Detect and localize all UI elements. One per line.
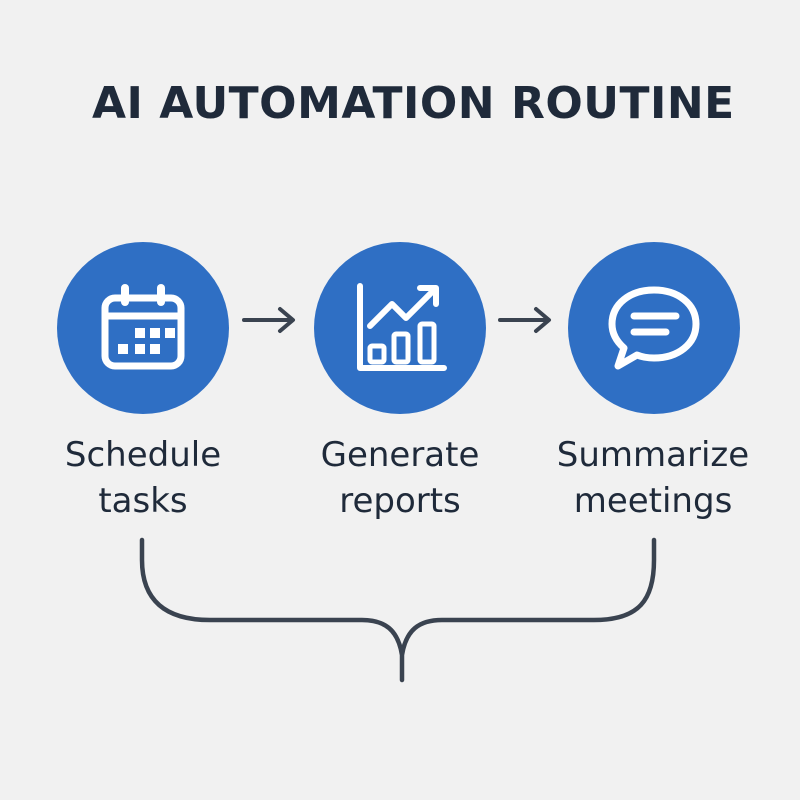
step-label-line1: Generate: [320, 435, 480, 475]
arrow-right-2: [498, 307, 551, 333]
chat-bubble-icon: [604, 278, 704, 378]
step-label-schedule: Schedule tasks: [33, 432, 253, 524]
step-label-line1: Schedule: [64, 435, 222, 475]
arrow-right-1: [242, 307, 295, 333]
step-circle-meetings: [568, 242, 740, 414]
diagram-title: AI AUTOMATION ROUTINE: [92, 78, 735, 129]
calendar-icon: [93, 278, 193, 378]
step-label-line2: reports: [339, 481, 461, 521]
grouping-brace: [139, 537, 657, 683]
step-circle-schedule: [57, 242, 229, 414]
step-label-meetings: Summarize meetings: [543, 432, 763, 524]
chart-icon: [350, 278, 450, 378]
step-label-line1: Summarize: [556, 435, 750, 475]
step-label-line2: meetings: [573, 481, 733, 521]
step-circle-reports: [314, 242, 486, 414]
step-label-reports: Generate reports: [290, 432, 510, 524]
step-label-line2: tasks: [98, 481, 188, 521]
